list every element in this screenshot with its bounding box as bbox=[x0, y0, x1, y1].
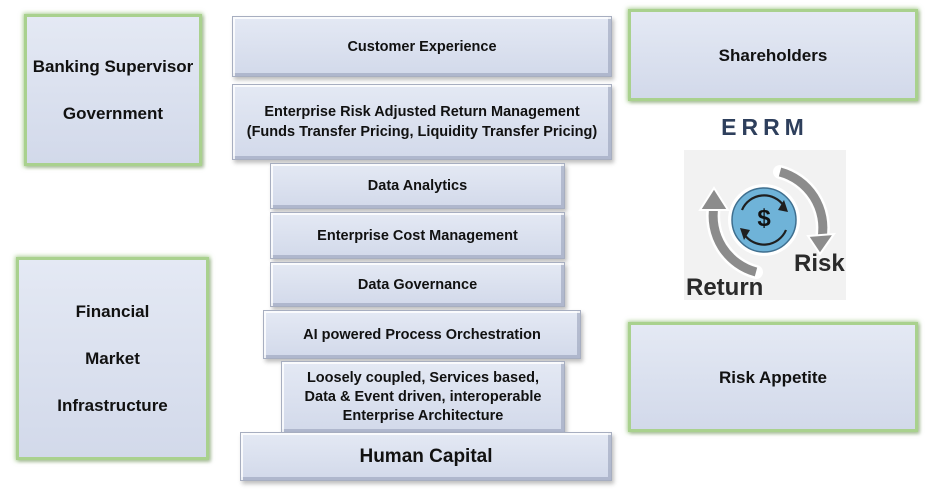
shareholders-label: Shareholders bbox=[718, 45, 828, 65]
errm-layer-title: Enterprise Risk Adjusted Return Manageme… bbox=[264, 104, 580, 120]
errm-layer-subtitle: (Funds Transfer Pricing, Liquidity Trans… bbox=[246, 124, 598, 140]
financial-label: Financial bbox=[75, 302, 150, 321]
data-analytics-label: Data Analytics bbox=[367, 178, 468, 194]
banking-supervisor-government-box: Banking Supervisor Government bbox=[24, 14, 202, 166]
enterprise-architecture-line-3: Enterprise Architecture bbox=[342, 407, 504, 424]
errm-title: ERRM bbox=[721, 114, 809, 140]
errm-layer: Enterprise Risk Adjusted Return Manageme… bbox=[232, 84, 612, 160]
risk-appetite-box: Risk Appetite bbox=[628, 322, 918, 432]
financial-market-infrastructure-box: Financial Market Infrastructure bbox=[16, 257, 209, 460]
market-label: Market bbox=[85, 349, 140, 368]
enterprise-architecture-line-1: Loosely coupled, Services based, bbox=[306, 369, 540, 386]
shareholders-box: Shareholders bbox=[628, 9, 918, 101]
enterprise-architecture-line-2: Data & Event driven, interoperable bbox=[304, 388, 542, 405]
data-governance-label: Data Governance bbox=[357, 276, 478, 293]
human-capital-label: Human Capital bbox=[359, 445, 493, 467]
infrastructure-label: Infrastructure bbox=[57, 396, 168, 415]
banking-supervisor-label: Banking Supervisor bbox=[32, 57, 194, 76]
data-analytics-layer: Data Analytics bbox=[270, 163, 565, 209]
ai-process-orchestration-label: AI powered Process Orchestration bbox=[303, 326, 541, 343]
customer-experience-label: Customer Experience bbox=[347, 38, 497, 55]
ai-process-orchestration-layer: AI powered Process Orchestration bbox=[263, 310, 581, 359]
enterprise-architecture-layer: Loosely coupled, Services based, Data & … bbox=[281, 361, 565, 433]
enterprise-cost-management-layer: Enterprise Cost Management bbox=[270, 212, 565, 259]
risk-appetite-label: Risk Appetite bbox=[718, 367, 827, 387]
enterprise-cost-management-label: Enterprise Cost Management bbox=[317, 227, 518, 244]
risk-return-cycle-graphic: $ Risk Return bbox=[684, 150, 846, 301]
return-label: Return bbox=[686, 274, 764, 301]
cycle-arrows-icon bbox=[698, 165, 837, 279]
data-governance-layer: Data Governance bbox=[270, 262, 565, 307]
customer-experience-layer: Customer Experience bbox=[232, 16, 612, 77]
dollar-icon: $ bbox=[757, 205, 771, 232]
government-label: Government bbox=[62, 104, 164, 123]
risk-label: Risk bbox=[794, 250, 845, 277]
human-capital-layer: Human Capital bbox=[240, 432, 612, 481]
